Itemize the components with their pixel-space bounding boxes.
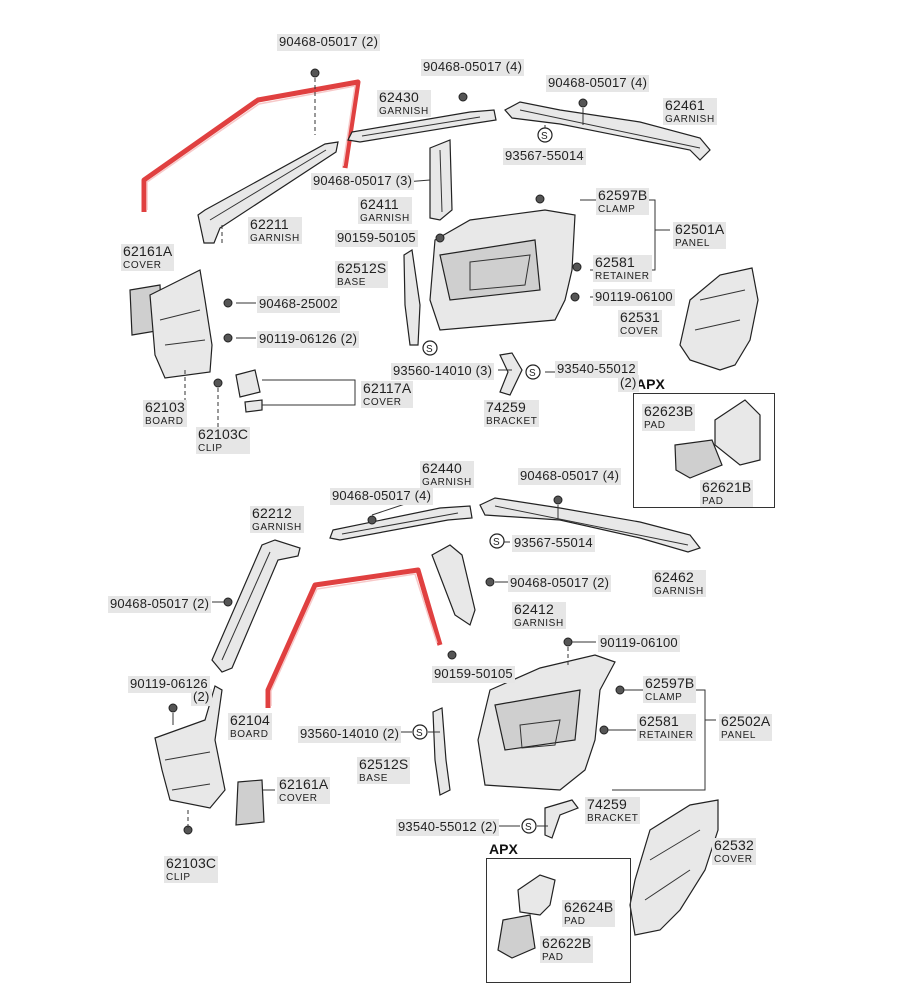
cover-62161A-bottom	[235, 779, 265, 826]
svg-text:S: S	[525, 822, 532, 833]
label-93560-14010-2: 93560-14010 (2)	[298, 726, 402, 743]
label-90119-06100-b: 90119-06100	[598, 635, 680, 652]
quarter-cover-62532	[629, 799, 719, 936]
bracket-74259-top	[499, 352, 523, 396]
label-93540-55012-2: 93540-55012 (2)	[396, 819, 500, 836]
roof-side-garnish-62440	[329, 505, 473, 541]
apx-box-top	[633, 393, 775, 508]
base-62512S-top	[403, 249, 421, 346]
label-90159-50105-a: 90159-50105	[335, 230, 418, 247]
screw-symbol-bottom-2: S	[412, 724, 428, 740]
label-90119-06126-b: 90119-06126	[128, 676, 210, 693]
label-90468-05017-2-b: 90468-05017 (2)	[508, 575, 612, 592]
label-90159-50105-b: 90159-50105	[432, 666, 515, 683]
pad-62623B	[714, 399, 761, 466]
svg-text:S: S	[426, 344, 433, 355]
a-pillar-garnish-62212	[211, 539, 301, 673]
label-2-apx: (2)	[618, 375, 639, 392]
b-pillar-garnish-62411	[429, 139, 453, 221]
label-90468-05017-4-d: 90468-05017 (4)	[518, 468, 622, 485]
base-62512S-bottom	[432, 707, 451, 796]
b-pillar-garnish-62412	[431, 544, 476, 626]
quarter-trim-panel-62501A	[429, 209, 576, 331]
roof-side-garnish-62430	[347, 109, 497, 143]
label-93567-55014-a: 93567-55014	[503, 148, 586, 165]
label-90119-06100-a: 90119-06100	[593, 289, 675, 306]
label-93540-55012-a: 93540-55012	[555, 361, 638, 378]
label-93560-14010-3: 93560-14010 (3)	[391, 363, 495, 380]
label-90468-05017-2-c: 90468-05017 (2)	[108, 596, 212, 613]
board-62104-bottom	[154, 685, 226, 809]
label-90119-06126-2-a: 90119-06126 (2)	[257, 331, 360, 348]
screw-symbol-top-3: S	[525, 364, 541, 380]
label-90468-05017-4-a: 90468-05017 (4)	[421, 59, 525, 76]
apx-title-bottom: APX	[489, 841, 518, 857]
label-90468-05017-4-c: 90468-05017 (4)	[330, 488, 434, 505]
board-62103-top	[149, 269, 213, 379]
top-door-weatherstrip-highlight	[141, 79, 361, 212]
screw-symbol-bottom-1: S	[489, 533, 505, 549]
cover-62117A	[235, 369, 263, 413]
screw-symbol-top-2: S	[422, 340, 438, 356]
svg-text:S: S	[529, 368, 536, 379]
screw-symbol-top-1: S	[537, 127, 553, 143]
pad-62621B	[674, 439, 723, 479]
quarter-cover-62531	[679, 267, 759, 371]
label-93567-55014-b: 93567-55014	[512, 535, 595, 552]
screw-symbol-bottom-3: S	[521, 818, 537, 834]
label-90468-05017-2-top: 90468-05017 (2)	[277, 34, 381, 51]
label-90468-25002: 90468-25002	[257, 296, 340, 313]
a-pillar-garnish-62211	[197, 141, 339, 244]
svg-text:S: S	[541, 131, 548, 142]
apx-title-top: APX	[636, 376, 665, 392]
bracket-74259-bottom	[544, 799, 579, 839]
svg-text:S: S	[493, 537, 500, 548]
roof-side-garnish-62461	[504, 101, 711, 161]
svg-text:S: S	[416, 728, 423, 739]
roof-side-garnish-62462	[479, 497, 701, 553]
quarter-trim-panel-62502A	[477, 654, 616, 791]
label-90468-05017-4-b: 90468-05017 (4)	[546, 75, 650, 92]
pad-62624B	[517, 874, 556, 916]
fasteners-bottom	[168, 495, 625, 835]
label-90468-05017-3: 90468-05017 (3)	[311, 173, 415, 190]
fasteners-top	[213, 68, 588, 388]
label-2-b: (2)	[191, 689, 212, 706]
pad-62622B	[497, 914, 536, 959]
bottom-door-weatherstrip-highlight	[265, 567, 443, 708]
